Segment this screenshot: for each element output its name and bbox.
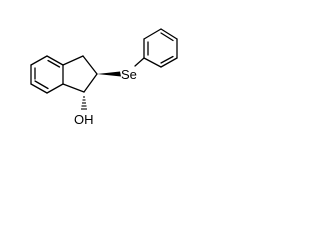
double-bond-inner [34, 80, 49, 90]
benzene-ring-indane [30, 55, 64, 94]
bond-se-phenyl [134, 57, 145, 67]
cyclopentane-ring [62, 55, 98, 93]
bond [143, 57, 162, 68]
double-bond-inner [47, 59, 61, 68]
bond [46, 55, 64, 66]
bond [83, 73, 98, 93]
bond [160, 57, 178, 68]
selenium-label: Se [121, 67, 137, 82]
double-bond-inner [160, 55, 174, 64]
bond [62, 55, 84, 66]
bond [30, 55, 48, 66]
bond [143, 28, 162, 40]
double-bond-inner [160, 32, 174, 42]
hashed-bond-oh [81, 96, 87, 110]
molecule-structure: Se OH [30, 28, 178, 127]
phenyl-ring [143, 28, 178, 68]
bond [62, 83, 85, 93]
hydroxyl-label: OH [74, 112, 94, 127]
bond [82, 55, 98, 75]
bond [46, 83, 64, 94]
bond [30, 83, 48, 94]
wedge-bond-se [97, 71, 121, 77]
bond [160, 28, 178, 40]
